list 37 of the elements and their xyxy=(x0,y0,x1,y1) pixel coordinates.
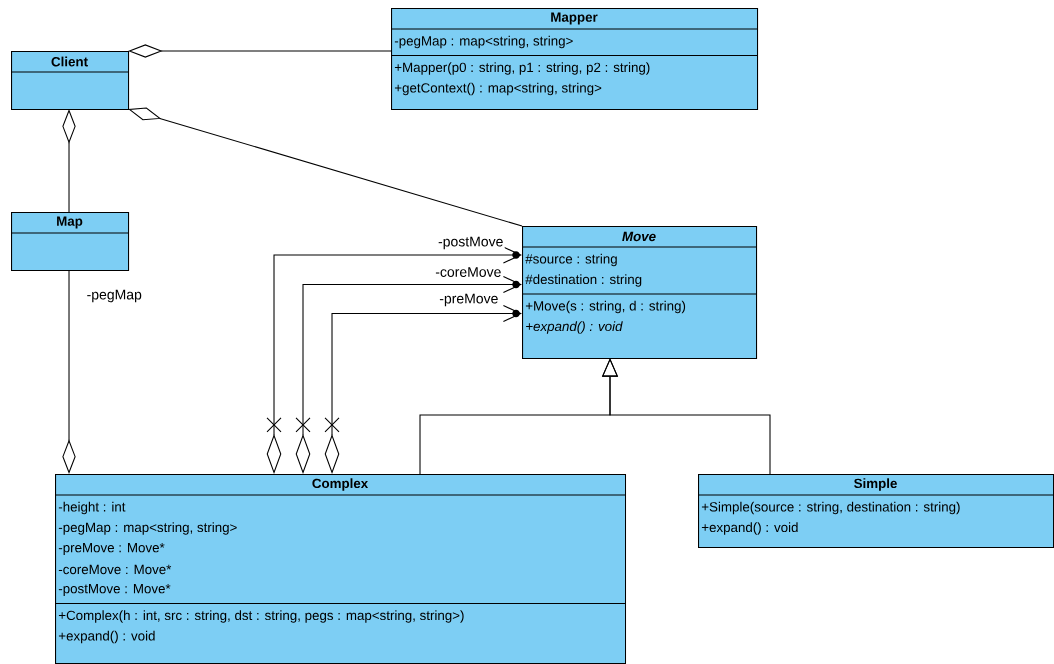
member-text: #source : string xyxy=(525,253,617,267)
edge-label: -preMove xyxy=(437,292,500,308)
class-box xyxy=(54,474,627,664)
class-name: Mapper xyxy=(551,12,598,25)
class-name: Map xyxy=(57,216,83,229)
class-box xyxy=(697,474,1054,549)
class-box xyxy=(390,8,759,111)
class-box xyxy=(521,226,758,360)
association-line xyxy=(62,269,76,474)
class-box xyxy=(10,212,130,272)
member-text: +Complex(h : int, src : string, dst : string, pegs : map<string, string>) xyxy=(58,610,464,623)
member-text: -preMove : Move* xyxy=(58,543,165,555)
association-line xyxy=(128,44,392,58)
edge-label: -coreMove xyxy=(433,265,503,279)
edge-label: -pegMap xyxy=(85,288,144,304)
member-text: +expand() : void xyxy=(526,321,623,334)
member-text: -pegMap : map<string, string> xyxy=(58,522,237,535)
member-text: -pegMap : map<string, string> xyxy=(394,35,573,49)
association-line xyxy=(601,358,771,475)
association-line xyxy=(62,109,76,213)
class-box xyxy=(10,51,130,111)
member-text: +expand() : void xyxy=(58,630,155,644)
edge-label: -postMove xyxy=(436,235,505,251)
class-name: Move xyxy=(622,231,656,242)
member-text: -height : int xyxy=(58,501,126,515)
member-text: #destination : string xyxy=(525,274,642,287)
member-text: +expand() : void xyxy=(701,522,798,535)
class-name: Simple xyxy=(854,478,897,491)
association-line xyxy=(128,107,523,227)
member-text: +Move(s : string, d : string) xyxy=(525,300,686,314)
member-text: -postMove : Move* xyxy=(58,584,171,596)
member-text: -coreMove : Move* xyxy=(58,564,172,575)
member-text: +Mapper(p0 : string, p1 : string, p2 : string) xyxy=(394,62,650,75)
class-name: Complex xyxy=(312,478,369,491)
member-text: +getContext() : map<string, string> xyxy=(394,82,602,96)
member-text: +Simple(source : string, destination : string) xyxy=(701,501,960,515)
class-name: Client xyxy=(51,56,88,67)
